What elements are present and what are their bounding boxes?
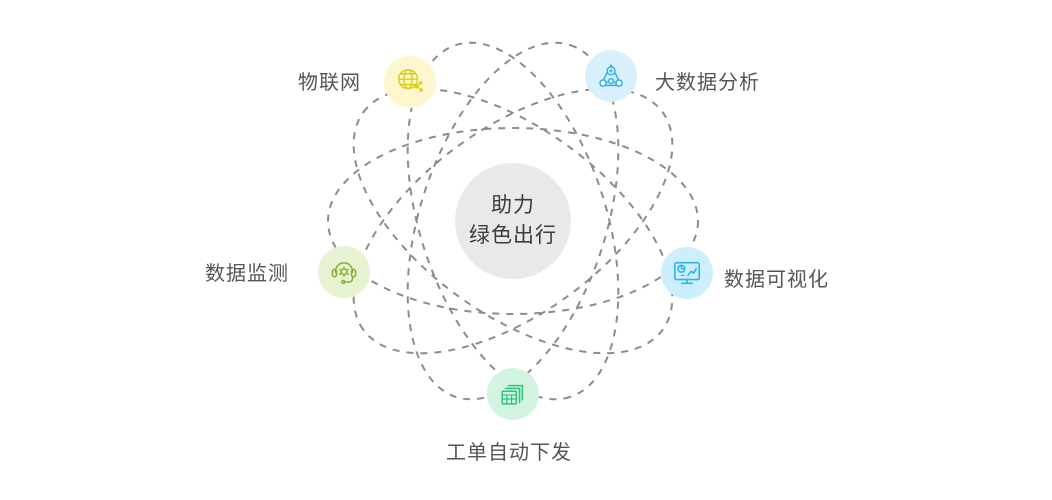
node-workorder[interactable] <box>487 368 539 420</box>
orbit-ring <box>406 41 620 401</box>
node-label-visual: 数据可视化 <box>724 269 829 291</box>
stacked-forms-icon <box>498 379 528 409</box>
orbit-ring <box>327 127 699 315</box>
node-label-iot: 物联网 <box>298 72 361 94</box>
globe-network-icon <box>395 67 425 97</box>
center-hub-line-1: 助力 <box>491 194 535 218</box>
node-visual[interactable] <box>661 247 713 299</box>
data-cluster-icon <box>596 61 626 91</box>
node-monitor[interactable] <box>318 246 370 298</box>
node-bigdata[interactable] <box>585 50 637 102</box>
node-label-bigdata: 大数据分析 <box>655 72 760 94</box>
orbit-ring <box>352 87 674 355</box>
orbit-ring <box>352 87 674 355</box>
center-hub: 助力 绿色出行 <box>455 163 571 279</box>
monitor-chart-icon <box>672 258 702 288</box>
node-label-monitor: 数据监测 <box>205 263 289 285</box>
orbit-ring <box>406 41 620 401</box>
node-iot[interactable] <box>384 56 436 108</box>
headset-gear-icon <box>329 257 359 287</box>
node-label-workorder: 工单自动下发 <box>446 442 572 464</box>
center-hub-line-2: 绿色出行 <box>469 224 557 247</box>
